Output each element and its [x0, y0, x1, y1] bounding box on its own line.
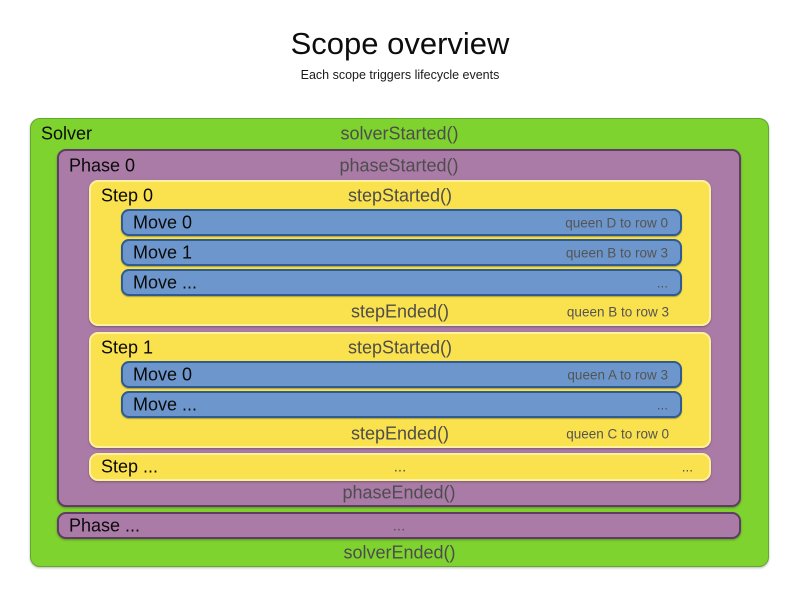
step-0-ended-event: stepEnded() — [350, 301, 450, 321]
phase-more-box: Phase ... ... — [57, 512, 741, 539]
step-1-footer-row: stepEnded() queen C to row 0 — [91, 421, 709, 446]
step-more-dots-right: ... — [681, 459, 693, 475]
solver-ended-event: solverEnded() — [343, 542, 456, 562]
move-annotation: queen D to row 0 — [565, 215, 668, 230]
move-annotation: ... — [656, 275, 668, 290]
step-more-label: Step ... — [101, 456, 159, 477]
phase-0-footer-row: phaseEnded() — [59, 481, 739, 505]
step-1-scope-box: Step 1 stepStarted() Move 0 queen A to r… — [89, 332, 711, 448]
step-1-label: Step 1 — [101, 337, 154, 357]
move-box: Move 0 queen A to row 3 — [121, 361, 682, 388]
solver-header-row: Solver solverStarted() — [31, 119, 768, 149]
phase-0-scope-box: Phase 0 phaseStarted() Step 0 stepStarte… — [57, 149, 741, 507]
move-label: Move 0 — [133, 364, 193, 384]
solver-footer-row: solverEnded() — [31, 539, 768, 566]
step-1-ended-annotation: queen C to row 0 — [566, 426, 669, 441]
phase-0-started-event: phaseStarted() — [339, 155, 459, 175]
solver-started-event: solverStarted() — [340, 123, 459, 144]
step-1-moves-list: Move 0 queen A to row 3 Move ... ... — [121, 361, 682, 418]
step-0-footer-row: stepEnded() queen B to row 3 — [91, 299, 709, 324]
phase-more-label: Phase ... — [69, 515, 141, 535]
phase-0-label: Phase 0 — [69, 155, 136, 175]
step-0-moves-list: Move 0 queen D to row 0 Move 1 queen B t… — [121, 209, 682, 296]
phase-0-ended-event: phaseEnded() — [342, 482, 456, 503]
solver-label: Solver — [41, 123, 93, 144]
step-1-header-row: Step 1 stepStarted() — [91, 334, 709, 361]
move-box: Move 1 queen B to row 3 — [121, 239, 682, 266]
phase-0-header-row: Phase 0 phaseStarted() — [59, 151, 739, 180]
move-label: Move ... — [133, 394, 198, 414]
move-box: Move ... ... — [121, 391, 682, 418]
step-more-dots-center: ... — [393, 458, 407, 476]
page-subtitle: Each scope triggers lifecycle events — [300, 68, 500, 82]
step-0-started-event: stepStarted() — [347, 185, 453, 205]
phase-more-dots-center: ... — [392, 517, 406, 534]
page-title: Scope overview — [290, 26, 510, 61]
solver-scope-box: Solver solverStarted() Phase 0 phaseStar… — [30, 118, 769, 567]
step-0-ended-annotation: queen B to row 3 — [566, 304, 669, 319]
move-box: Move 0 queen D to row 0 — [121, 209, 682, 236]
move-label: Move 1 — [133, 242, 193, 262]
move-box: Move ... ... — [121, 269, 682, 296]
move-label: Move 0 — [133, 212, 193, 232]
move-annotation: queen A to row 3 — [567, 367, 668, 382]
move-annotation: queen B to row 3 — [565, 245, 668, 260]
step-0-label: Step 0 — [101, 185, 154, 205]
step-0-header-row: Step 0 stepStarted() — [91, 182, 709, 209]
move-label: Move ... — [133, 272, 198, 292]
step-1-ended-event: stepEnded() — [350, 423, 450, 443]
step-more-box: Step ... ... ... — [89, 453, 711, 481]
step-1-started-event: stepStarted() — [347, 337, 453, 357]
move-annotation: ... — [656, 397, 668, 412]
step-0-scope-box: Step 0 stepStarted() Move 0 queen D to r… — [89, 180, 711, 326]
